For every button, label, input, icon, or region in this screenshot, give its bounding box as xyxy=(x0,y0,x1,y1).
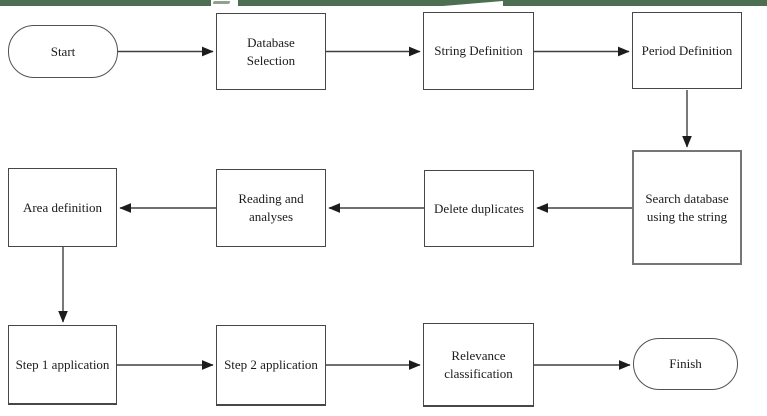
node-database-selection-label: Database Selection xyxy=(246,34,296,68)
node-step-1-application-label: Step 1 application xyxy=(15,356,110,372)
node-reading-analyses-label: Reading and analyses xyxy=(238,191,304,224)
node-start-label: Start xyxy=(50,43,76,59)
scan-artifact xyxy=(212,1,231,4)
node-string-definition-label: String Definition xyxy=(434,43,523,59)
node-step-2-application: Step 2 application xyxy=(216,325,326,406)
node-finish-label: Finish xyxy=(669,356,702,372)
node-step-1-application: Step 1 application xyxy=(8,325,117,405)
node-delete-duplicates: Delete duplicates xyxy=(424,170,534,247)
node-reading-analyses: Reading and analyses xyxy=(216,169,326,247)
node-start: Start xyxy=(8,25,118,78)
node-relevance-classification: Relevance classification xyxy=(423,323,534,407)
node-string-definition: String Definition xyxy=(423,12,534,90)
node-area-definition-label: Area definition xyxy=(22,199,103,215)
node-period-definition-label: Period Definition xyxy=(641,42,733,58)
node-search-database: Search database using the string xyxy=(632,150,742,265)
node-delete-duplicates-label: Delete duplicates xyxy=(434,200,524,216)
node-area-definition: Area definition xyxy=(8,168,117,247)
node-search-database-label: Search database using the string xyxy=(645,190,729,224)
node-database-selection: Database Selection xyxy=(216,13,326,90)
node-period-definition: Period Definition xyxy=(632,12,742,89)
node-relevance-classification-label: Relevance classification xyxy=(444,347,513,381)
scan-artifact xyxy=(443,1,503,6)
node-step-2-application-label: Step 2 application xyxy=(224,357,318,373)
scan-edge-bar xyxy=(0,0,767,6)
node-finish: Finish xyxy=(633,338,738,390)
